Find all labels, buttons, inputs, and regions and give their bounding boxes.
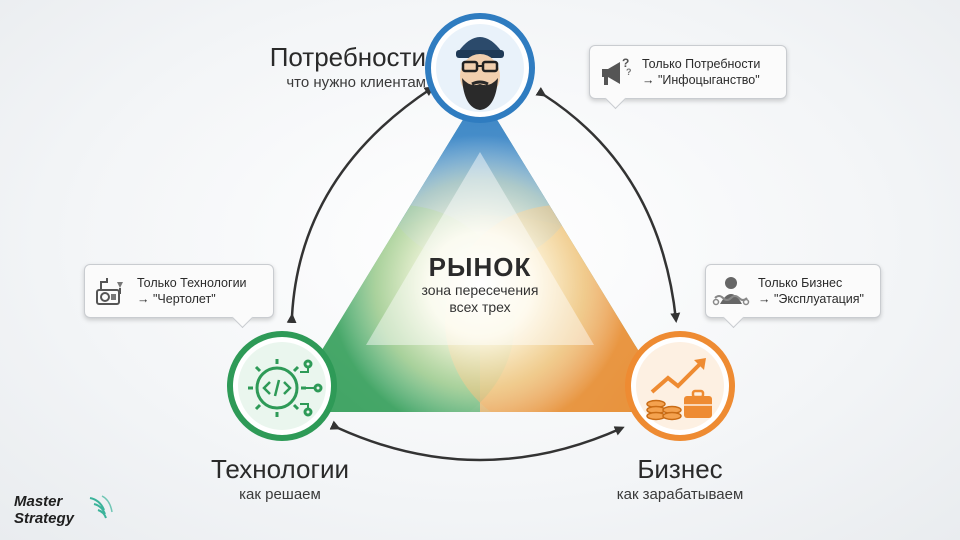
logo-line2: Strategy [14,510,75,527]
arrow-needs-business [535,86,681,323]
arrow-tech-business [329,420,625,462]
hipster-face-icon [456,37,504,110]
callout-business-only: Только Бизнес → "Эксплуатация" [705,264,881,329]
needs-title: Потребности [269,42,426,72]
arrow-tech-needs [286,86,435,324]
tech-title: Технологии [210,454,349,484]
market-line2: всех трех [449,299,511,315]
needs-label: Потребности что нужно клиентам [226,42,426,94]
callout-tech-only-line2: → "Чертолет" [137,292,216,306]
code-gear-icon [248,359,323,417]
logo-wings-icon [89,495,113,519]
callout-needs-only: ? ? Только Потребности → "Инфоцыганство" [589,45,787,110]
master-strategy-logo: Master Strategy [14,493,74,527]
market-label: РЫНОК зона пересечения всех трех [380,252,580,316]
tech-subtitle: как решаем [239,486,321,503]
tech-node [227,331,337,441]
market-title: РЫНОК [428,252,532,282]
logo-line1: Master [14,493,63,510]
business-label: Бизнес как зарабатываем [580,454,780,506]
business-subtitle: как зарабатываем [616,486,744,503]
tech-label: Технологии как решаем [180,454,380,506]
svg-text:?: ? [622,56,629,70]
needs-subtitle: что нужно клиентам [286,74,426,91]
needs-node [425,13,535,123]
callout-business-only-line1: Только Бизнес [758,276,843,290]
growth-money-icon [646,358,712,421]
svg-text:?: ? [626,67,632,77]
business-node [625,331,735,441]
chained-person-icon [712,277,750,306]
market-line1: зона пересечения [421,282,539,298]
business-title: Бизнес [637,454,723,484]
callout-tech-only-line1: Только Технологии [137,276,247,290]
callout-tech-only: Только Технологии → "Чертолет" [84,264,274,329]
megaphone-question-icon: ? ? [602,56,632,85]
callout-needs-only-line2: → "Инфоцыганство" [642,73,760,87]
callout-business-only-line2: → "Эксплуатация" [758,292,864,306]
callout-needs-only-line1: Только Потребности [642,57,761,71]
machine-gadget-icon [96,278,123,305]
